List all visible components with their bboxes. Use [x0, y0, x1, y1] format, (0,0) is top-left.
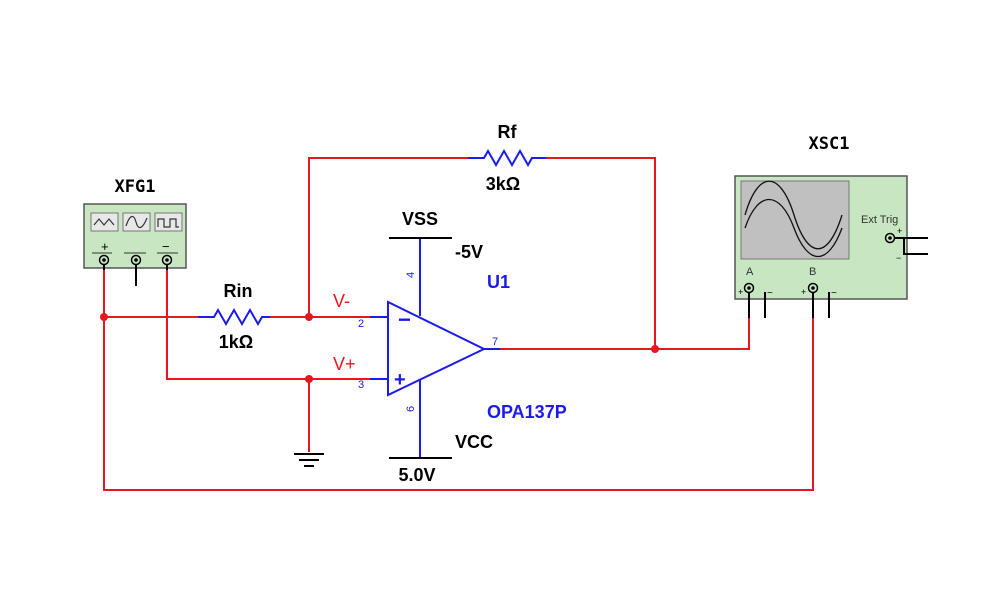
input-resistor-value: 1kΩ	[219, 332, 253, 352]
channel-b-label: B	[809, 266, 816, 278]
channel-b-minus-sign: −	[831, 288, 837, 299]
wire-output	[484, 289, 750, 350]
function-generator-plus-sign: +	[101, 239, 109, 254]
scope-trace-b	[744, 199, 843, 257]
channel-b-plus-sign: +	[801, 287, 806, 297]
ext-trig-label: Ext Trig	[861, 214, 898, 226]
channel-a-minus-sign: −	[767, 288, 773, 299]
net-label-inverting: V-	[333, 291, 350, 311]
opamp-noninverting-sign: +	[394, 369, 406, 391]
wire-bottom-return	[103, 289, 814, 491]
triangle-wave-icon	[93, 218, 115, 226]
channel-a-plus-sign: +	[738, 287, 743, 297]
opamp-pin-vneg: 6	[405, 406, 417, 412]
opamp-ref: U1	[487, 272, 510, 292]
oscilloscope-ref: XSC1	[809, 134, 850, 154]
opamp-inverting-sign: −	[398, 307, 411, 332]
supply-bottom[interactable]: VCC 5.0V	[389, 432, 493, 485]
opamp-pin-output: 7	[492, 336, 498, 348]
wire-feedback-right	[546, 157, 656, 349]
supply-bottom-name: VCC	[455, 432, 493, 452]
ext-trig-plus-sign: +	[897, 226, 902, 236]
ext-trig-minus-sign: −	[896, 253, 901, 263]
function-generator[interactable]: XFG1 + −	[83, 177, 187, 286]
opamp-body	[387, 300, 487, 397]
sine-wave-button[interactable]	[90, 212, 119, 232]
opamp-model: OPA137P	[487, 402, 567, 422]
junction-dots	[100, 313, 659, 383]
net-label-noninverting: V+	[333, 354, 356, 374]
ground-icon	[294, 453, 324, 467]
input-resistor-name: Rin	[224, 281, 253, 301]
scope-trace-a	[744, 180, 843, 250]
feedback-resistor-value: 3kΩ	[486, 174, 520, 194]
function-generator-ref: XFG1	[115, 177, 156, 197]
wires	[103, 157, 814, 491]
feedback-resistor-name: Rf	[498, 122, 518, 142]
wire-feedback-left	[308, 157, 468, 317]
channel-a-label: A	[746, 266, 754, 278]
square-wave-icon	[157, 218, 179, 228]
junction-dot	[305, 375, 313, 383]
supply-top[interactable]: VSS -5V	[389, 209, 483, 262]
function-generator-minus-sign: −	[162, 239, 170, 254]
junction-dot	[305, 313, 313, 321]
wire-rin-left	[103, 269, 198, 318]
junction-dot	[100, 313, 108, 321]
opamp-pin-noninverting: 3	[358, 379, 364, 391]
supply-top-name: VSS	[402, 209, 438, 229]
sine-wave-icon	[125, 215, 148, 229]
opamp-pin-vpos: 4	[405, 272, 417, 278]
supply-top-value: -5V	[455, 242, 483, 262]
supply-bottom-value: 5.0V	[398, 465, 435, 485]
junction-dot	[651, 345, 659, 353]
opamp-pin-inverting: 2	[358, 318, 364, 330]
opamp[interactable]: − + 2 3 7 4 6 U1 OPA137P	[358, 238, 567, 458]
feedback-resistor[interactable]: Rf 3kΩ	[468, 122, 546, 194]
square-wave-button[interactable]	[154, 212, 183, 232]
oscilloscope[interactable]: XSC1 Ext Trig + − A + − B + −	[734, 134, 928, 318]
input-resistor[interactable]: Rin 1kΩ	[198, 281, 270, 352]
